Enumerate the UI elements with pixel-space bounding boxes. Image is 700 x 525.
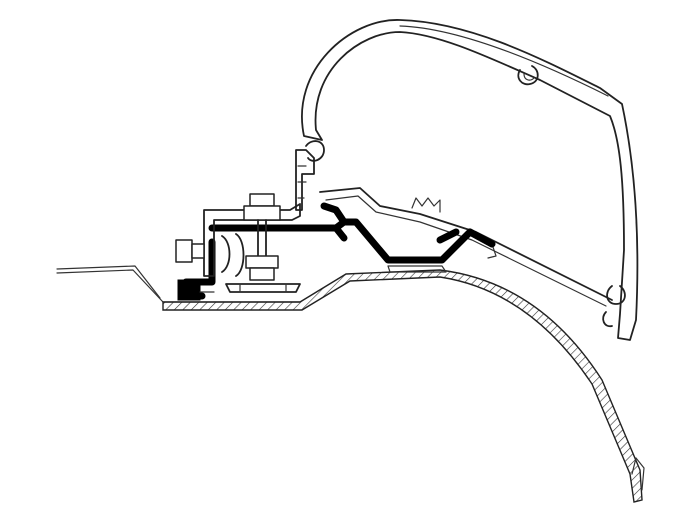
- adapter-foot: [177, 279, 215, 301]
- cassette-mount-rail: [295, 140, 325, 211]
- mounting-bracket: [175, 193, 301, 293]
- vehicle-roof-wall: [162, 269, 645, 503]
- awning-cassette: [301, 19, 639, 341]
